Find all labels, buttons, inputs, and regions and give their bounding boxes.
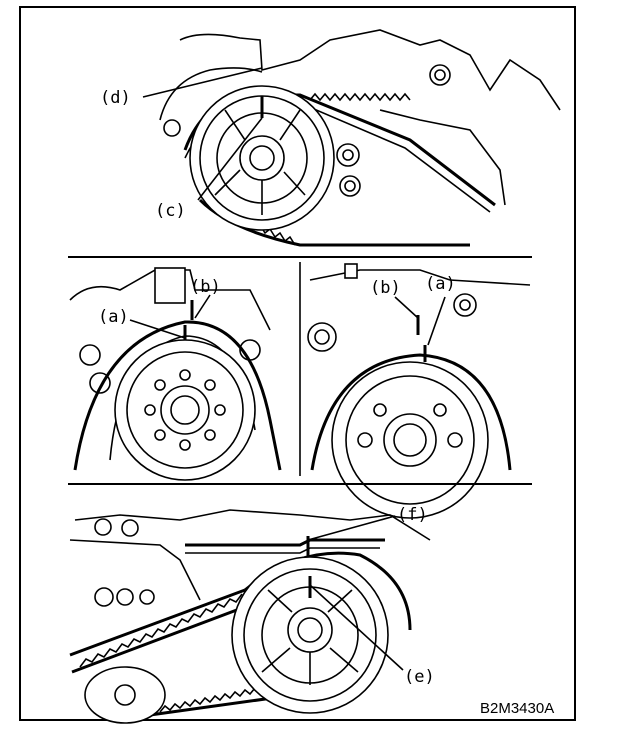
label-b-left: (b): [190, 277, 221, 297]
figure-frame: [19, 6, 576, 721]
top-panel: (d) (c): [100, 29, 561, 247]
label-b-right: (b): [370, 278, 401, 298]
label-a-right: (a): [425, 274, 456, 294]
bottom-panel: (f) (e): [69, 505, 435, 724]
label-f: (f): [397, 505, 428, 525]
leader-d: [142, 67, 263, 98]
label-c: (c): [155, 201, 186, 221]
leader-c: [197, 117, 263, 201]
leader-f: [307, 515, 396, 541]
label-a-left: (a): [98, 307, 129, 327]
figure-code: B2M3430A: [480, 700, 554, 717]
label-e: (e): [404, 667, 435, 687]
middle-panel: (a) (b) (b) (a): [69, 262, 531, 519]
label-d: (d): [100, 88, 131, 108]
leader-e: [309, 584, 404, 671]
